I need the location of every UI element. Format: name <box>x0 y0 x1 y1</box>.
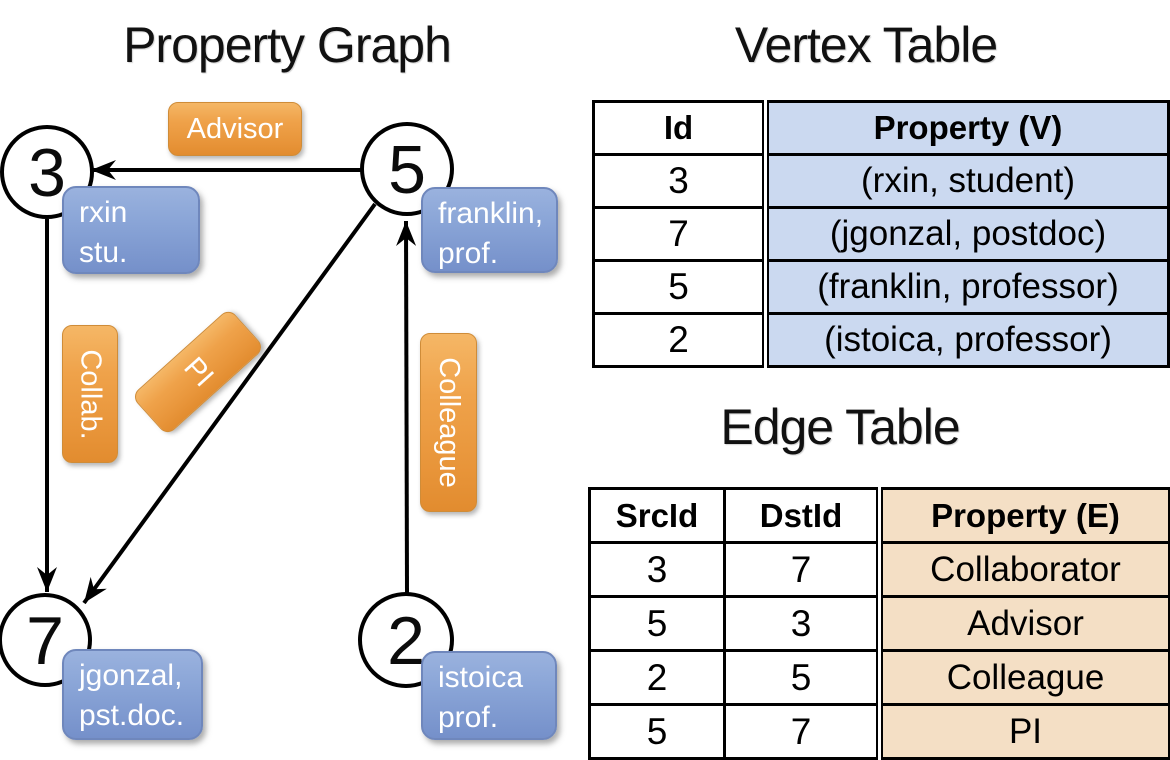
vertex-id-cell: 2 <box>592 312 767 368</box>
vertex-id-cell: 3 <box>592 153 767 209</box>
vertex-property-7-line1: jgonzal, <box>79 659 183 692</box>
edge-label-collab-text: Collab. <box>74 348 107 440</box>
table-row: 5 (franklin, professor) <box>592 259 1170 315</box>
edge-label-advisor: Advisor <box>168 102 302 156</box>
edge-table-title: Edge Table <box>720 399 960 455</box>
edge-label-advisor-text: Advisor <box>186 112 284 145</box>
vertex-property-5-line1: franklin, <box>438 197 544 230</box>
table-row: 5 7 PI <box>588 703 1170 760</box>
vertex-id-cell: 5 <box>592 259 767 315</box>
table-row: 3 (rxin, student) <box>592 153 1170 209</box>
property-graph-title: Property Graph <box>123 17 452 73</box>
edge-property-cell: PI <box>876 703 1170 760</box>
edge-dst-cell: 7 <box>723 541 881 598</box>
table-row: 7 (jgonzal, postdoc) <box>592 206 1170 262</box>
vertex-property-7-line2: pst.doc. <box>79 699 185 732</box>
edge-src-cell: 5 <box>588 703 726 760</box>
vertex-table-header-row: Id Property (V) <box>592 100 1170 156</box>
edge-src-cell: 3 <box>588 541 726 598</box>
node-2-id: 2 <box>387 603 425 679</box>
vertex-property-box-5: franklin, prof. <box>421 187 558 273</box>
edge-src-cell: 2 <box>588 649 726 706</box>
edge-label-collab: Collab. <box>62 325 118 463</box>
table-row: 3 7 Collaborator <box>588 541 1170 598</box>
vertex-property-box-3: rxin stu. <box>62 186 200 274</box>
vertex-table-col-property: Property (V) <box>762 100 1170 156</box>
vertex-property-2-line2: prof. <box>438 701 499 734</box>
edge-table-header-row: SrcId DstId Property (E) <box>588 487 1170 544</box>
edge-property-cell: Collaborator <box>876 541 1170 598</box>
edge-colleague-2-to-5 <box>396 220 417 594</box>
vertex-table-title: Vertex Table <box>734 17 998 73</box>
edge-label-pi-text: PI <box>177 350 220 393</box>
vertex-id-cell: 7 <box>592 206 767 262</box>
edge-table: SrcId DstId Property (E) 3 7 Collaborato… <box>588 487 1170 760</box>
vertex-property-cell: (istoica, professor) <box>762 312 1170 368</box>
vertex-property-box-2: istoica prof. <box>421 651 557 740</box>
table-row: 2 5 Colleague <box>588 649 1170 706</box>
property-graph-canvas: 3 5 7 2 <box>0 122 454 688</box>
edge-table-col-property: Property (E) <box>876 487 1170 544</box>
vertex-property-cell: (jgonzal, postdoc) <box>762 206 1170 262</box>
vertex-table-col-id: Id <box>592 100 767 156</box>
edge-table-col-dstid: DstId <box>723 487 881 544</box>
edge-property-cell: Colleague <box>876 649 1170 706</box>
vertex-property-3-line1: rxin <box>79 196 128 229</box>
edge-property-cell: Advisor <box>876 595 1170 652</box>
edge-pi-5-to-7 <box>82 202 377 605</box>
vertex-table: Id Property (V) 3 (rxin, student) 7 (jgo… <box>592 100 1170 368</box>
edge-dst-cell: 3 <box>723 595 881 652</box>
vertex-property-3-line2: stu. <box>79 236 128 269</box>
edge-dst-cell: 5 <box>723 649 881 706</box>
vertex-property-cell: (rxin, student) <box>762 153 1170 209</box>
vertex-property-2-line1: istoica <box>438 661 524 694</box>
node-5-id: 5 <box>388 132 426 208</box>
vertex-property-box-7: jgonzal, pst.doc. <box>62 649 203 740</box>
vertex-property-5-line2: prof. <box>438 237 499 270</box>
edge-src-cell: 5 <box>588 595 726 652</box>
edge-table-col-srcid: SrcId <box>588 487 726 544</box>
node-7-id: 7 <box>26 603 64 679</box>
vertex-property-cell: (franklin, professor) <box>762 259 1170 315</box>
edge-dst-cell: 7 <box>723 703 881 760</box>
node-3-id: 3 <box>28 135 66 211</box>
edge-label-colleague: Colleague <box>420 333 477 512</box>
table-row: 5 3 Advisor <box>588 595 1170 652</box>
table-row: 2 (istoica, professor) <box>592 312 1170 368</box>
edge-label-colleague-text: Colleague <box>433 357 466 488</box>
